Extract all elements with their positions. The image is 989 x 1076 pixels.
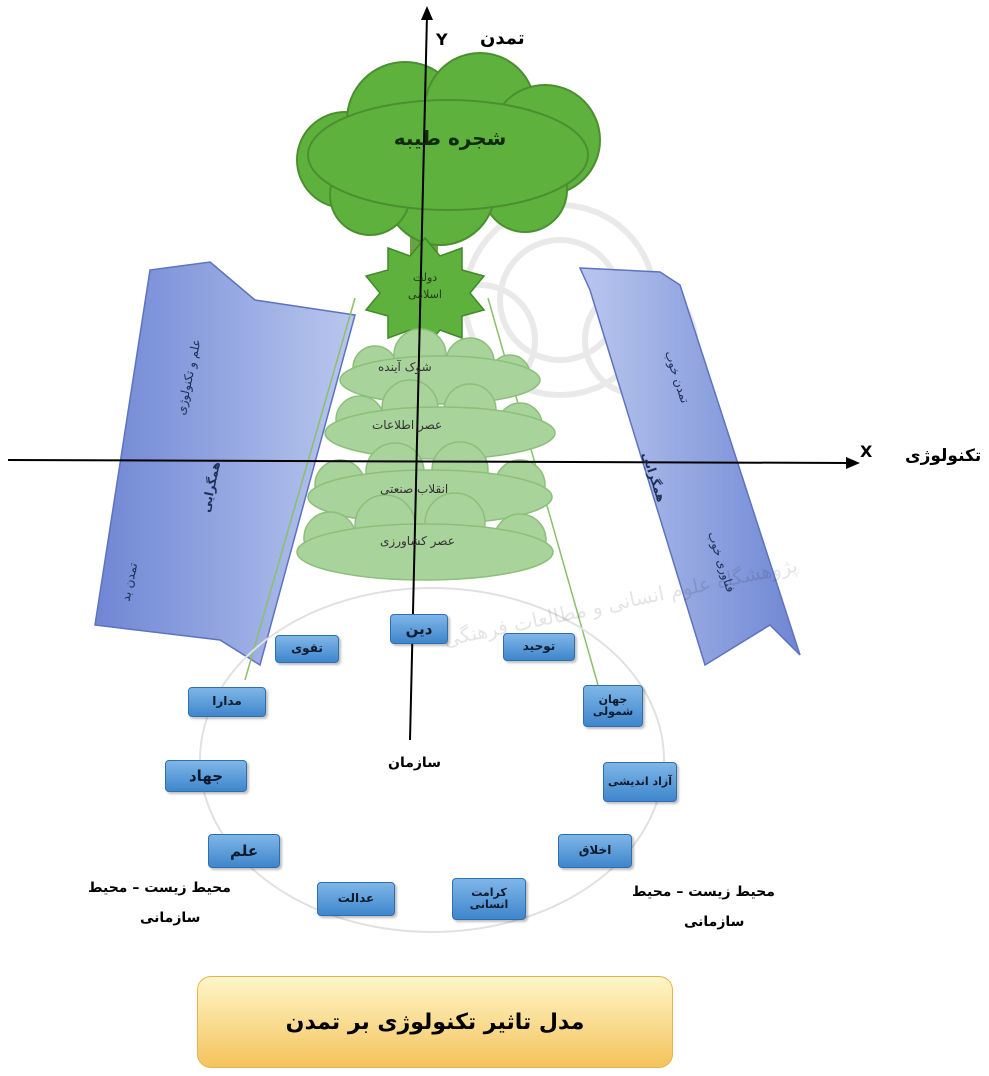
era-label-3: انقلاب صنعتی (380, 482, 449, 496)
environment-left-line-1: محیط زیست – محیط (88, 880, 231, 896)
y-axis-arrow (421, 6, 433, 20)
value-box-tolerance: مدارا (188, 687, 266, 717)
value-box-religion: دین (390, 614, 448, 644)
value-box-universality: جهان شمولی (583, 685, 643, 727)
tree-label: شجره طیبه (393, 126, 507, 150)
era-label-1: شوک آینده (378, 360, 432, 374)
right-banner (578, 267, 801, 667)
y-axis-label: تمدن (480, 28, 525, 49)
value-box-jihad: جهاد (165, 760, 247, 792)
y-axis-letter: Y (436, 30, 448, 49)
era-cloud-1 (339, 328, 541, 405)
diagram-title: مدل تاثیر تکنولوژی بر تمدن (285, 1009, 585, 1035)
star-label: دولت اسلامی (408, 271, 442, 301)
era-label-2: عصر اطلاعات (372, 418, 443, 432)
x-axis-arrow (846, 457, 860, 469)
value-box-justice: عدالت (317, 882, 395, 916)
value-box-ethics: اخلاق (558, 834, 632, 868)
x-axis-letter: X (860, 442, 873, 461)
x-axis (7, 459, 851, 464)
value-box-monotheism: توحید (503, 633, 575, 661)
value-box-piety: تقوی (275, 635, 339, 663)
value-box-human-dignity: کرامت انسانی (452, 878, 526, 920)
environment-right-line-2: سازمانی (684, 914, 745, 930)
tree-crown (296, 52, 601, 246)
funnel-line-left (244, 297, 356, 681)
value-box-free-thinking: آزاد اندیشی (603, 762, 677, 802)
diagram-title-box: مدل تاثیر تکنولوژی بر تمدن (197, 976, 673, 1068)
value-box-science: علم (208, 834, 280, 868)
era-cloud-4 (296, 492, 554, 581)
x-axis-label: تکنولوژی (905, 446, 982, 466)
era-label-4: عصر کشاورزی (380, 534, 455, 548)
environment-right-line-1: محیط زیست – محیط (632, 884, 775, 900)
organization-label: سازمان (388, 755, 441, 771)
left-banner (94, 261, 356, 667)
environment-left-line-2: سازمانی (140, 910, 201, 926)
